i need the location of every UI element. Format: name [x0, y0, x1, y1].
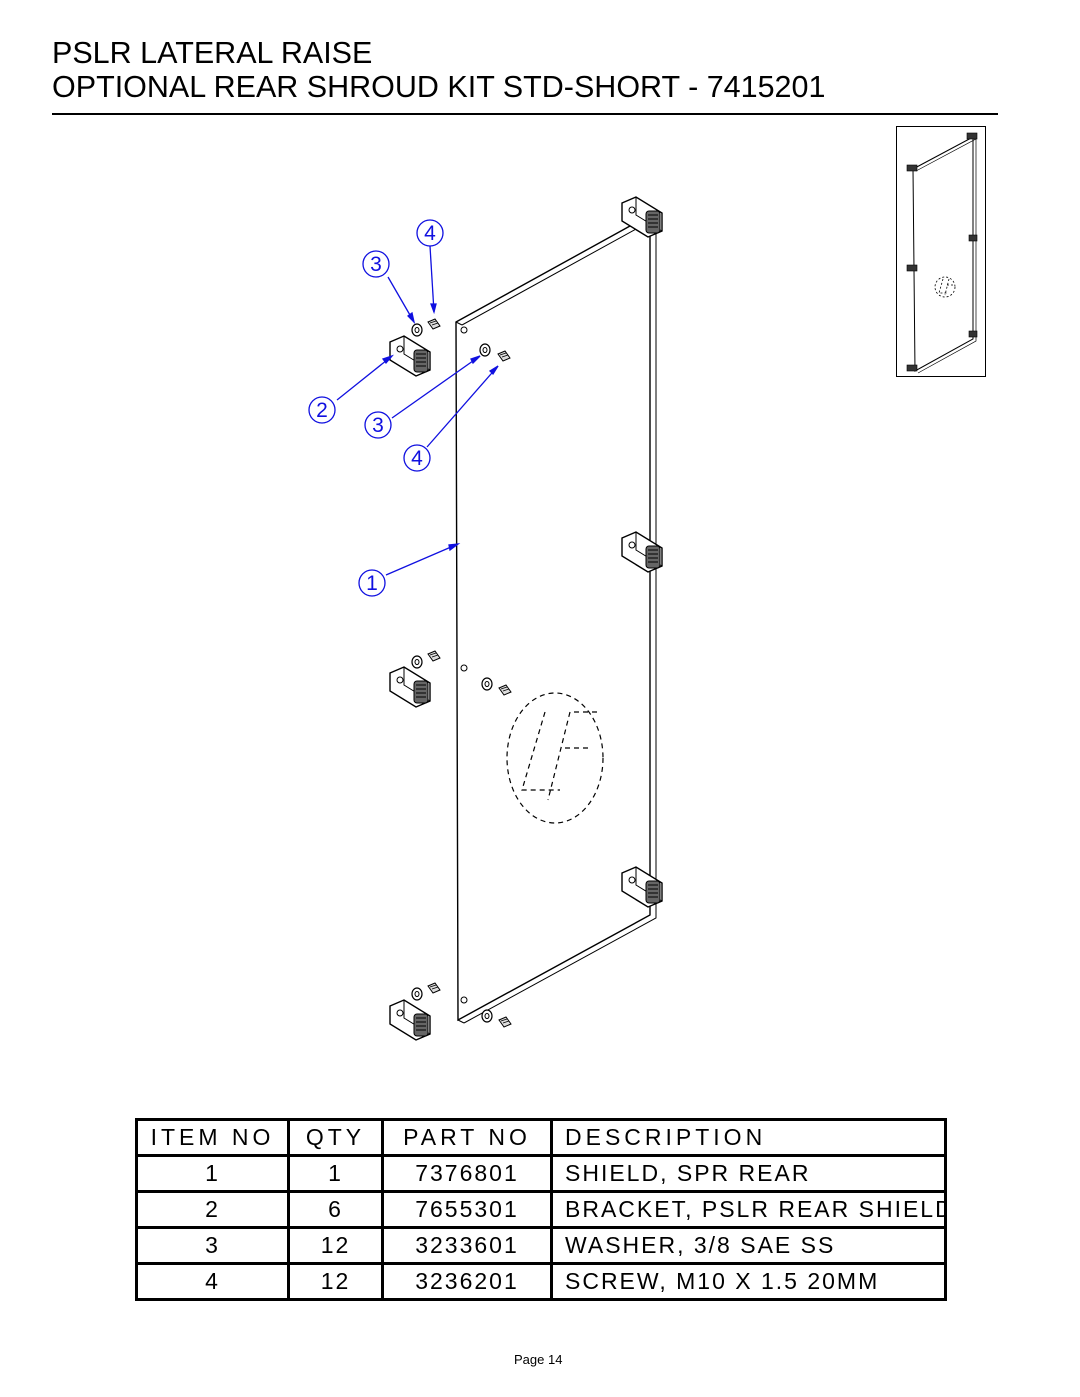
description-cell: SHIELD, SPR REAR — [550, 1154, 947, 1193]
bracket-exploded-bottom — [389, 999, 431, 1041]
callout-3-top: 3 — [362, 250, 390, 278]
part-no-cell: 3233601 — [381, 1226, 553, 1265]
leader-lines — [336, 245, 499, 576]
callout-4-bottom: 4 — [403, 444, 431, 472]
washer — [411, 323, 423, 337]
washer — [479, 343, 491, 357]
svg-text:4: 4 — [411, 447, 423, 470]
description-cell: BRACKET, PSLR REAR SHIELD — [550, 1190, 947, 1229]
svg-text:3: 3 — [372, 414, 384, 437]
washer — [481, 1009, 493, 1023]
title-underline — [52, 113, 998, 115]
description-cell: SCREW, M10 X 1.5 20MM — [550, 1262, 947, 1301]
qty-cell: 1 — [287, 1154, 384, 1193]
washer — [411, 655, 423, 669]
svg-text:2: 2 — [316, 399, 328, 422]
screw — [427, 650, 441, 662]
part-no-cell: 7655301 — [381, 1190, 553, 1229]
part-no-cell: 3236201 — [381, 1262, 553, 1301]
callout-2: 2 — [308, 396, 336, 424]
svg-text:1: 1 — [366, 572, 378, 595]
table-header-row: ITEM NO QTY PART NO DESCRIPTION — [135, 1118, 947, 1157]
table-row: 3 12 3233601 WASHER, 3/8 SAE SS — [135, 1226, 947, 1265]
item-no-cell: 3 — [135, 1226, 290, 1265]
screw — [498, 1016, 512, 1028]
washer — [411, 987, 423, 1001]
bracket-exploded-mid — [389, 666, 431, 708]
callout-1: 1 — [358, 569, 386, 597]
table-row: 4 12 3236201 SCREW, M10 X 1.5 20MM — [135, 1262, 947, 1301]
svg-text:3: 3 — [370, 253, 382, 276]
screw — [427, 982, 441, 994]
screw — [427, 318, 441, 330]
item-no-cell: 4 — [135, 1262, 290, 1301]
page-number: Page 14 — [514, 1352, 563, 1367]
shield-panel — [455, 213, 657, 1024]
svg-text:4: 4 — [424, 222, 436, 245]
qty-cell: 12 — [287, 1226, 384, 1265]
bracket-exploded-top — [389, 335, 431, 377]
qty-cell: 6 — [287, 1190, 384, 1229]
table-row: 1 1 7376801 SHIELD, SPR REAR — [135, 1154, 947, 1193]
assembled-inset-view — [896, 126, 986, 377]
description-cell: WASHER, 3/8 SAE SS — [550, 1226, 947, 1265]
table-row: 2 6 7655301 BRACKET, PSLR REAR SHIELD — [135, 1190, 947, 1229]
parts-list-table: ITEM NO QTY PART NO DESCRIPTION 1 1 7376… — [135, 1118, 947, 1301]
callout-4-top: 4 — [416, 219, 444, 247]
column-header-item-no: ITEM NO — [135, 1118, 290, 1157]
title-line-2: OPTIONAL REAR SHROUD KIT STD-SHORT - 741… — [52, 70, 826, 104]
lf-logo-inset — [934, 276, 956, 298]
item-no-cell: 2 — [135, 1190, 290, 1229]
title-line-1: PSLR LATERAL RAISE — [52, 36, 373, 70]
callout-3-bottom: 3 — [364, 411, 392, 439]
washer — [481, 677, 493, 691]
column-header-description: DESCRIPTION — [550, 1118, 947, 1157]
part-no-cell: 7376801 — [381, 1154, 553, 1193]
qty-cell: 12 — [287, 1262, 384, 1301]
exploded-view-drawing: 4 3 2 3 4 1 — [308, 196, 663, 1041]
column-header-part-no: PART NO — [381, 1118, 553, 1157]
column-header-qty: QTY — [287, 1118, 384, 1157]
lf-logo — [506, 692, 604, 824]
item-no-cell: 1 — [135, 1154, 290, 1193]
